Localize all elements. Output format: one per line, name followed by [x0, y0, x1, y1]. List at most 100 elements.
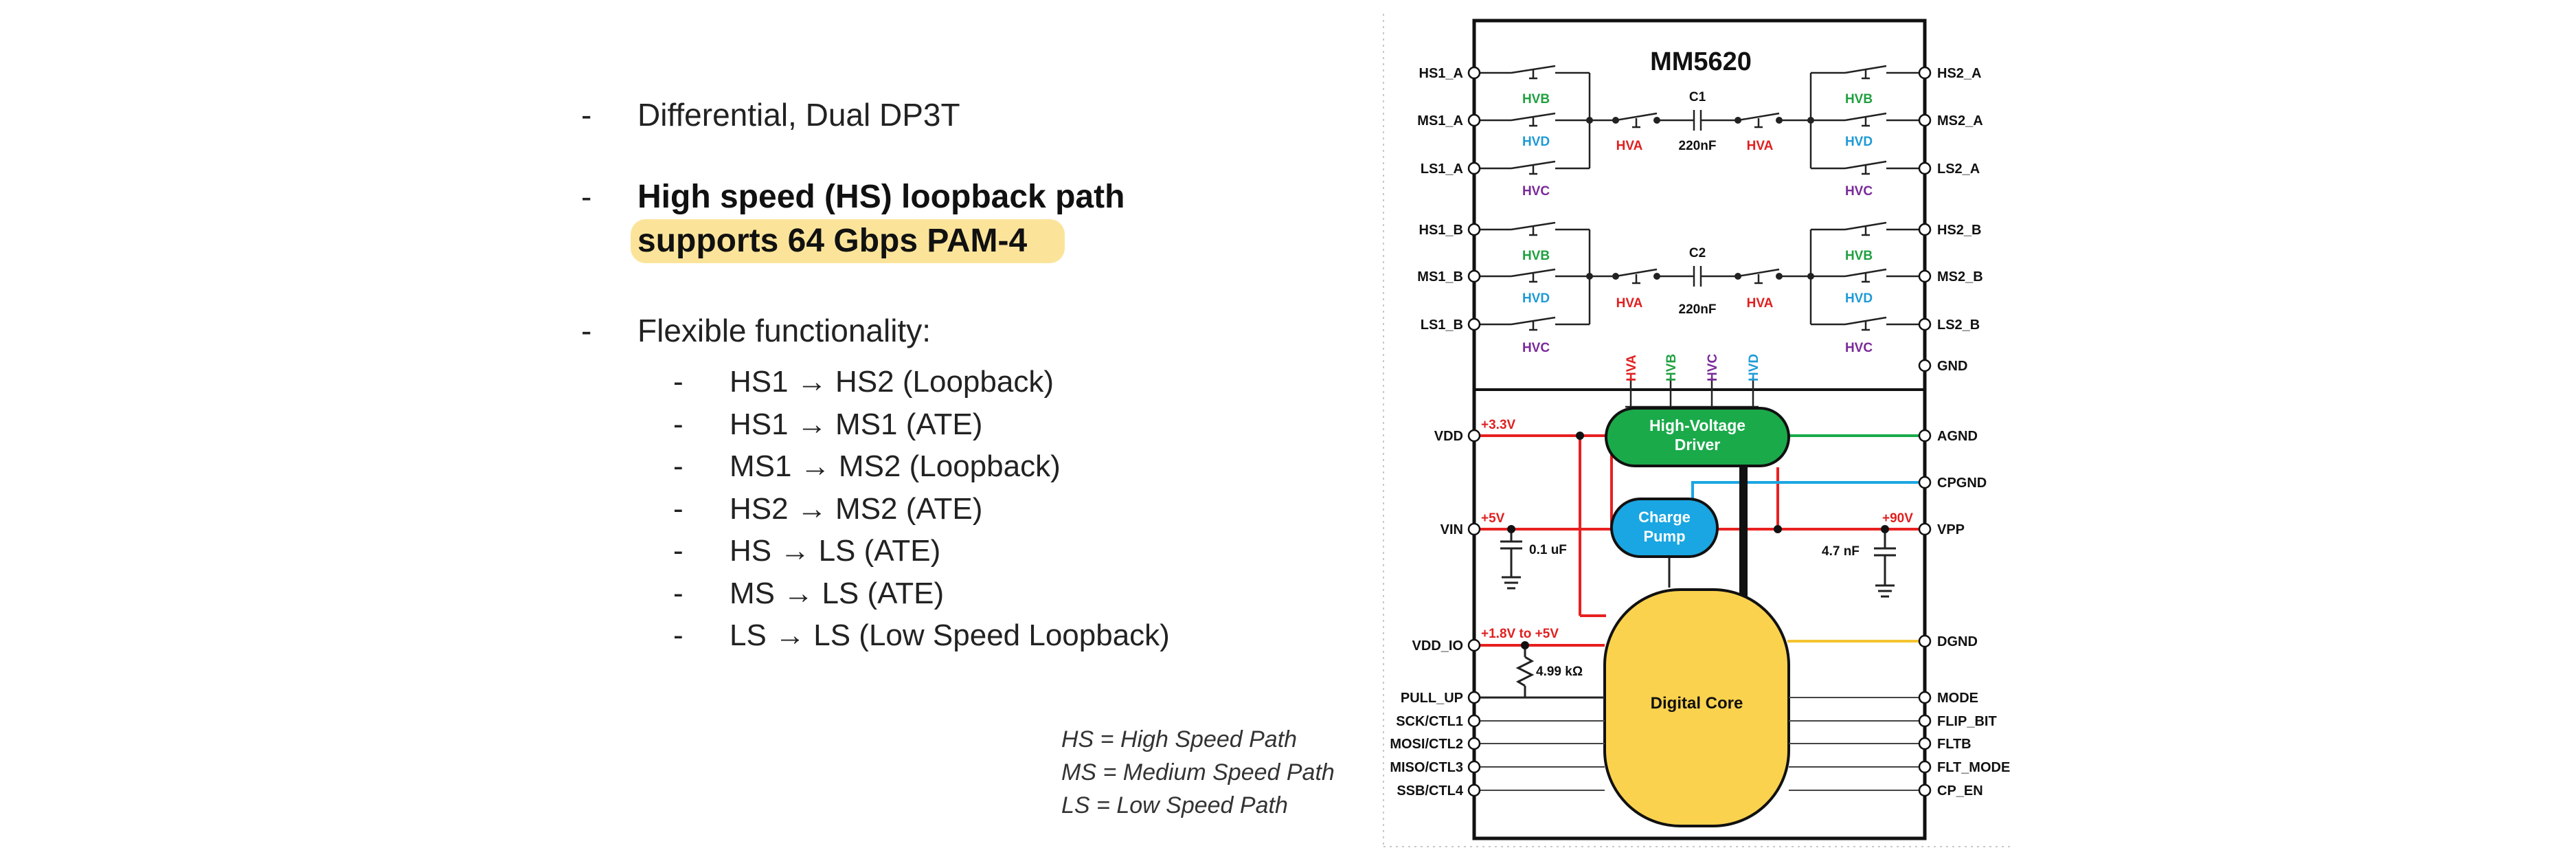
pin-label: AGND: [1937, 429, 1978, 444]
bus-label-hvc: HVC: [1706, 354, 1720, 381]
switch-labels-b: HVB HVD HVC HVA C2 220nF HVA HVB HVD HVC: [1522, 246, 1873, 355]
switch-label-hvc: HVC: [1845, 184, 1873, 199]
sub-bullet-dash: -: [673, 618, 683, 652]
pin-label: VIN: [1440, 522, 1463, 537]
switch-network-a: [1474, 65, 1925, 175]
sub-bullet: MS1 → MS2 (Loopback): [730, 449, 1061, 483]
switch-labels-a: HVB HVD HVC HVA C1 220nF HVA HVB HVD HVC: [1522, 90, 1873, 199]
sub-bullet-list: - HS1 → HS2 (Loopback) - HS1 → MS1 (ATE)…: [673, 365, 1170, 652]
pin-label: MS1_B: [1417, 269, 1463, 285]
chip-title: MM5620: [1650, 47, 1752, 76]
switch-label-hvc: HVC: [1845, 341, 1873, 355]
switch-label-hvb: HVB: [1845, 249, 1873, 263]
hv-driver-label: High-Voltage: [1649, 416, 1745, 434]
sub-bullet: LS → LS (Low Speed Loopback): [730, 618, 1170, 652]
chip-diagram: MM5620: [1383, 14, 2013, 847]
hv-driver-label: Driver: [1675, 436, 1721, 454]
pin-label: HS1_A: [1419, 66, 1463, 81]
pin-label: PULL_UP: [1401, 691, 1463, 706]
pin-label: CPGND: [1937, 476, 1987, 491]
pullup-res-value: 4.99 kΩ: [1536, 665, 1583, 679]
switch-label-hvd: HVD: [1845, 291, 1873, 306]
voltage-vddio: +1.8V to +5V: [1481, 627, 1559, 641]
pin-circles: [1467, 66, 1932, 797]
vin-capacitor: [1500, 529, 1522, 590]
legend-item: HS = High Speed Path: [1061, 726, 1297, 752]
bullet-dash: -: [581, 179, 591, 214]
pin-label: FLTB: [1937, 737, 1971, 752]
pin-label: MS2_A: [1937, 113, 1983, 129]
pin-labels-left: HS1_A MS1_A LS1_A HS1_B MS1_B LS1_B VDD …: [1390, 66, 1464, 799]
bullet-text: Flexible functionality:: [637, 313, 931, 348]
bullet-list: - Differential, Dual DP3T - High speed (…: [581, 97, 1170, 652]
sub-bullet-dash: -: [673, 408, 683, 441]
sub-bullet-dash: -: [673, 577, 683, 610]
voltage-vdd: +3.3V: [1481, 418, 1516, 432]
switch-network-b: [1474, 221, 1925, 331]
switch-label-hvb: HVB: [1845, 92, 1873, 107]
bullet-text-bold: High speed (HS) loopback path: [637, 179, 1125, 215]
highlight-marker: [631, 219, 1065, 263]
switch-label-hva: HVA: [1616, 139, 1643, 153]
cap-value: 220nF: [1679, 139, 1717, 153]
pin-label: SCK/CTL1: [1396, 714, 1463, 729]
switch-label-hvb: HVB: [1522, 249, 1550, 263]
vin-cap-value: 0.1 uF: [1529, 543, 1567, 557]
switch-label-hvd: HVD: [1522, 291, 1550, 306]
digital-core-label: Digital Core: [1651, 694, 1743, 713]
digital-core-block: Digital Core: [1603, 588, 1790, 827]
power-junctions: [1507, 432, 1889, 649]
pin-label: CP_EN: [1937, 783, 1983, 799]
vpp-cap-value: 4.7 nF: [1822, 544, 1860, 559]
bullet-dash: -: [581, 313, 591, 348]
voltage-vin: +5V: [1481, 511, 1505, 526]
pin-label: VDD_IO: [1412, 638, 1463, 654]
digital-io-lines: [1474, 697, 1925, 791]
legend-item: LS = Low Speed Path: [1061, 792, 1288, 818]
hv-bus-labels: HVA HVB HVC HVD: [1625, 354, 1761, 381]
switch-label-hva: HVA: [1616, 296, 1643, 311]
switch-label-hvd: HVD: [1845, 135, 1873, 149]
bullet-text: Differential, Dual DP3T: [637, 97, 960, 133]
pin-label: GND: [1937, 359, 1967, 374]
pin-label: LS1_B: [1421, 317, 1463, 333]
pin-label: MS1_A: [1417, 113, 1463, 129]
hv-control-bus: [1629, 377, 1754, 407]
charge-pump-block: Charge Pump: [1610, 498, 1719, 558]
bus-label-hva: HVA: [1625, 355, 1639, 381]
sub-bullet: HS2 → MS2 (ATE): [730, 492, 982, 526]
legend-item: MS = Medium Speed Path: [1061, 759, 1335, 785]
vpp-capacitor: [1874, 529, 1896, 598]
cap-label: C1: [1689, 90, 1706, 104]
sub-bullet: HS → LS (ATE): [730, 534, 940, 568]
bullet-dash: -: [581, 97, 591, 133]
pin-label: MISO/CTL3: [1390, 760, 1463, 775]
switch-label-hva: HVA: [1747, 296, 1774, 311]
pin-label: FLT_MODE: [1937, 760, 2010, 775]
charge-pump-label: Pump: [1643, 528, 1685, 545]
sub-bullet: HS1 → HS2 (Loopback): [730, 365, 1054, 399]
sub-bullet-dash: -: [673, 534, 683, 568]
switch-label-hvd: HVD: [1522, 135, 1550, 149]
hv-driver-block: High-Voltage Driver: [1605, 407, 1790, 467]
switch-label-hvc: HVC: [1522, 341, 1550, 355]
cap-value: 220nF: [1679, 302, 1717, 317]
bus-label-hvb: HVB: [1664, 354, 1679, 381]
pin-label: MODE: [1937, 691, 1978, 706]
pin-label: LS2_B: [1937, 317, 1980, 333]
path-legend: HS = High Speed Path MS = Medium Speed P…: [1061, 726, 1335, 818]
pin-label: SSB/CTL4: [1397, 783, 1464, 799]
pin-label: HS2_A: [1937, 66, 1981, 81]
pin-label: LS2_A: [1937, 161, 1980, 177]
sub-bullet: MS → LS (ATE): [730, 577, 944, 610]
voltage-labels: +3.3V +5V +1.8V to +5V +90V: [1481, 418, 1913, 641]
bus-label-hvd: HVD: [1747, 354, 1761, 381]
switch-label-hvc: HVC: [1522, 184, 1550, 199]
pin-label: HS1_B: [1419, 223, 1463, 238]
pin-label: MS2_B: [1937, 269, 1983, 285]
sub-bullet-dash: -: [673, 492, 683, 526]
charge-pump-label: Charge: [1638, 509, 1691, 526]
pin-label: LS1_A: [1421, 161, 1463, 177]
cap-label: C2: [1689, 246, 1706, 260]
